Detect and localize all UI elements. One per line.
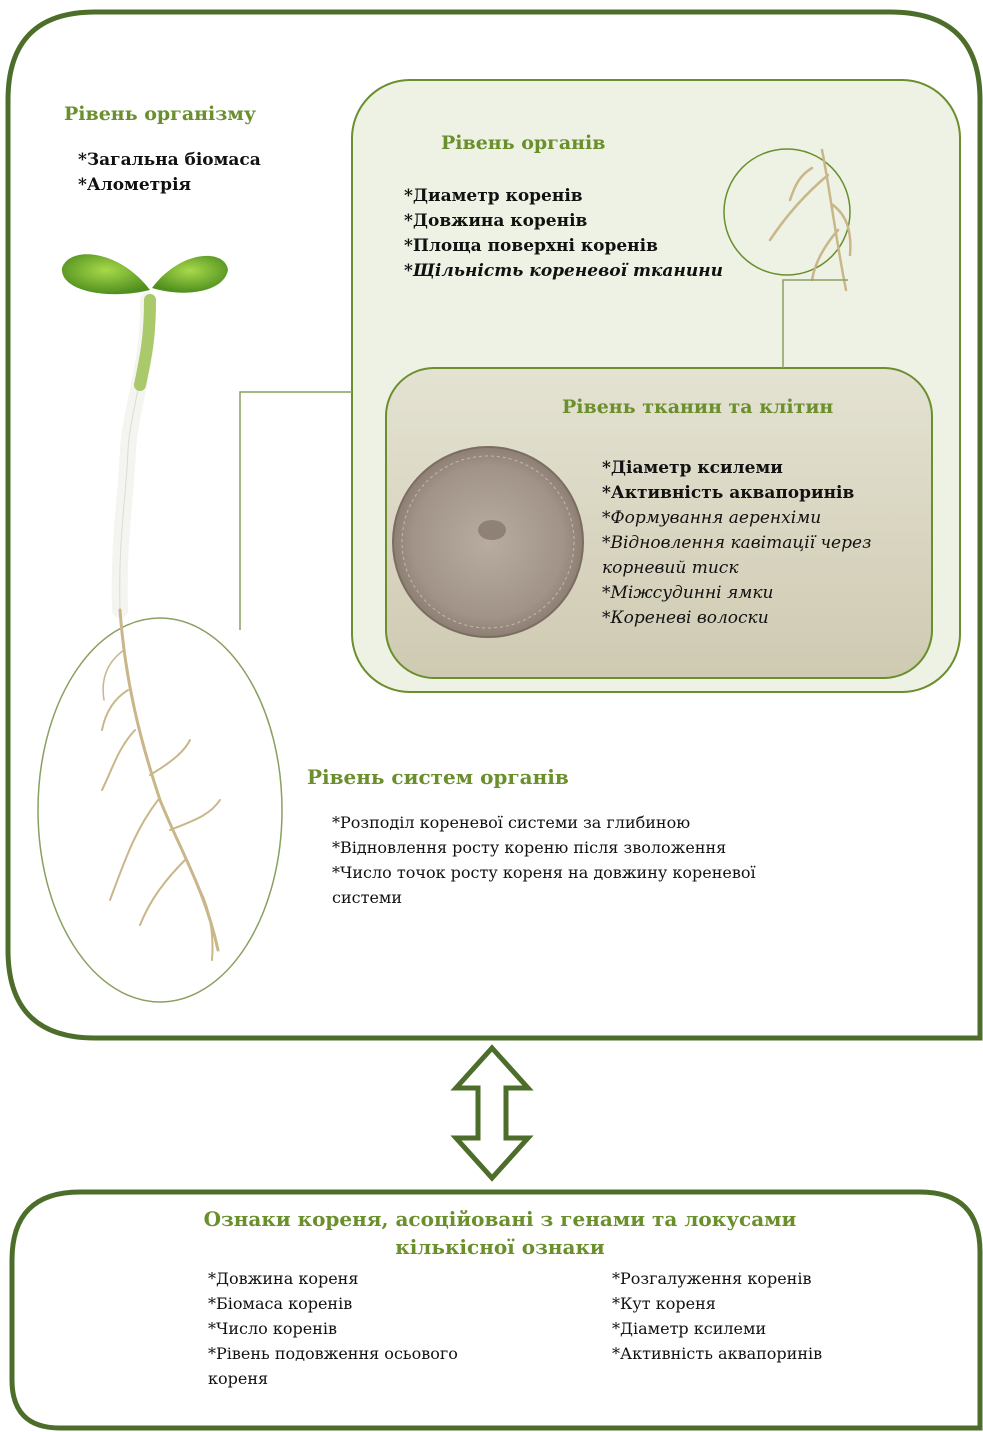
system-level-list: *Розподіл кореневої системи за глибиною … (332, 810, 756, 910)
list-item: *Щільність кореневої тканини (404, 259, 723, 284)
list-item: *Число коренів (208, 1316, 458, 1341)
tissue-level-list: *Діаметр ксилеми *Активність аквапоринів… (602, 456, 871, 631)
list-item: *Площа поверхні коренів (404, 234, 723, 259)
list-item: *Активність аквапоринів (602, 481, 871, 506)
tissue-level-title: Рівень тканин та клітин (562, 396, 833, 418)
list-item: корневий тиск (602, 556, 871, 581)
list-item: *Біомаса коренів (208, 1291, 458, 1316)
list-item: *Діаметр ксилеми (612, 1316, 822, 1341)
organism-level-list: *Загальна біомаса *Алометрія (78, 148, 261, 198)
system-level-title: Рівень систем органів (307, 765, 569, 789)
list-item: кореня (208, 1366, 458, 1391)
list-item: *Формування аеренхіми (602, 506, 871, 531)
qtl-title-line1: Ознаки кореня, асоційовані з генами та л… (60, 1205, 940, 1233)
qtl-right-list: *Розгалуження коренів *Кут кореня *Діаме… (612, 1266, 822, 1366)
list-item: *Загальна біомаса (78, 148, 261, 173)
list-item: *Довжина кореня (208, 1266, 458, 1291)
qtl-title-line2: кількісної ознаки (60, 1233, 940, 1261)
qtl-title: Ознаки кореня, асоційовані з генами та л… (60, 1205, 940, 1261)
list-item: *Алометрія (78, 173, 261, 198)
double-arrow-vertical-icon (456, 1048, 528, 1178)
list-item: *Кореневі волоски (602, 606, 871, 631)
qtl-left-list: *Довжина кореня *Біомаса коренів *Число … (208, 1266, 458, 1391)
list-item: *Активність аквапоринів (612, 1341, 822, 1366)
list-item: *Відновлення кавітації через (602, 531, 871, 556)
organ-level-list: *Диаметр коренів *Довжина коренів *Площа… (404, 184, 723, 284)
cell-cross-section-image (393, 447, 583, 637)
organ-level-title: Рівень органів (441, 132, 605, 154)
root-detail-circle (724, 149, 850, 275)
list-item: системи (332, 885, 756, 910)
list-item: *Розподіл кореневої системи за глибиною (332, 810, 756, 835)
organism-level-title: Рівень організму (64, 103, 256, 125)
list-item: *Кут кореня (612, 1291, 822, 1316)
list-item: *Рівень подовження осьового (208, 1341, 458, 1366)
list-item: *Розгалуження коренів (612, 1266, 822, 1291)
list-item: *Міжсудинні ямки (602, 581, 871, 606)
list-item: *Довжина коренів (404, 209, 723, 234)
list-item: *Відновлення росту кореню після зволожен… (332, 835, 756, 860)
list-item: *Діаметр ксилеми (602, 456, 871, 481)
list-item: *Число точок росту кореня на довжину кор… (332, 860, 756, 885)
list-item: *Диаметр коренів (404, 184, 723, 209)
